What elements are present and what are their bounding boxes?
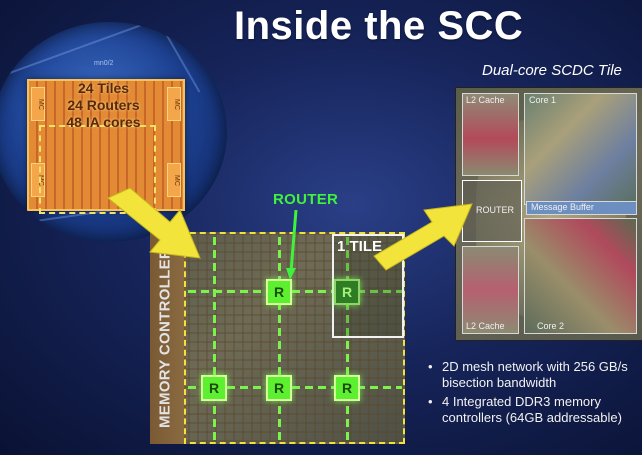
chip-summary: 24 Tiles 24 Routers 48 IA cores [41,80,166,131]
l2-cache-top-label: L2 Cache [466,95,505,105]
chip-line-cores: 48 IA cores [66,114,141,130]
core-1-label: Core 1 [529,95,557,105]
chip-to-mesh-arrow [107,188,201,259]
bullet-mesh-network: 2D mesh network with 256 GB/s bisection … [428,359,640,391]
chip-marking: mn0/2 [94,60,114,67]
chip-line-tiles: 24 Tiles [77,80,130,96]
mc-label: MC [37,98,44,110]
router-node: R [266,375,292,401]
mc-label: MC [173,98,180,110]
chip-highlight-outline [39,125,156,214]
mc-strip: MC [31,87,45,121]
core-2-label: Core 2 [537,321,565,331]
router-node-tile: R [334,279,360,305]
router-node: R [334,375,360,401]
mesh-diagram [150,232,405,444]
router-die-label: ROUTER [476,205,514,215]
mesh-link-vertical [346,236,349,440]
feature-bullets: 2D mesh network with 256 GB/s bisection … [428,359,640,429]
core-2-region [524,218,637,334]
mesh-link-vertical [278,236,281,440]
l2-cache-bottom-label: L2 Cache [466,321,505,331]
l2-cache-bottom-region [462,246,519,334]
router-callout-label: ROUTER [273,191,339,208]
l2-cache-top-region [462,93,519,176]
slide-title: Inside the SCC [234,4,524,48]
bullet-memory-controllers: 4 Integrated DDR3 memory controllers (64… [428,394,640,426]
message-buffer-label: Message Buffer [531,202,594,212]
mc-strip: MC [167,163,181,197]
chip-photo: mn0/2 MC MC MC MC 24 Tiles 24 Routers 48… [0,22,227,242]
mc-strip: MC [167,87,181,121]
tile-die-photo: L2 Cache Core 1 ROUTER Message Buffer L2… [455,87,642,341]
router-callout-arrow [286,210,298,280]
chip-die: MC MC MC MC [27,79,185,211]
mesh-link-vertical [213,236,216,440]
die-caption: Dual-core SCDC Tile [482,62,622,79]
board-trace [7,22,177,75]
message-buffer-region [526,201,637,215]
memory-controller-bar [150,232,186,444]
core-1-region [524,93,637,205]
tile-to-die-arrow [373,203,473,271]
mesh-link-horizontal [188,290,402,293]
mc-label: MC [173,174,180,186]
router-node: R [201,375,227,401]
tile-label: 1 TILE [337,238,383,255]
mesh-link-horizontal [188,386,402,389]
memory-controller-label: MEMORY CONTROLLER [156,247,174,429]
chip-line-routers: 24 Routers [67,97,140,113]
router-node: R [266,279,292,305]
